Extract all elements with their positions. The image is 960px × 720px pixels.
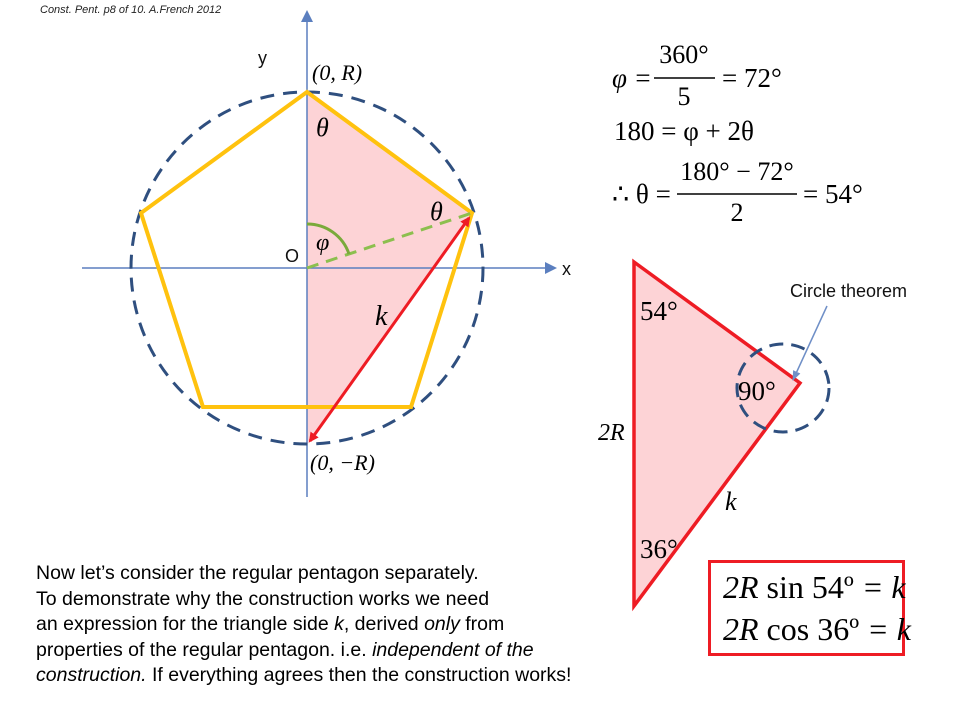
phi-label: φ	[316, 230, 329, 256]
circle-theorem-label: Circle theorem	[790, 281, 907, 301]
regular-pentagon	[138, 89, 475, 409]
point-top-label: (0, R)	[312, 60, 362, 85]
triangle-side-right: k	[725, 487, 737, 516]
eq3-rhs: = 54°	[803, 179, 863, 209]
equation-angle-sum: 180 = φ + 2θ	[614, 116, 754, 146]
text-line-3: an expression for the triangle side k, d…	[36, 613, 505, 635]
text-line-5: construction. If everything agrees then …	[36, 664, 572, 686]
origin-label: O	[285, 246, 299, 266]
explanation-text: Now let’s consider the regular pentagon …	[36, 561, 676, 689]
eq3-numerator: 180° − 72°	[680, 157, 793, 186]
eq1-rhs: = 72°	[722, 63, 782, 93]
theta-top-label: θ	[316, 113, 329, 142]
text-line-2: To demonstrate why the construction work…	[36, 587, 490, 610]
text-line-4: properties of the regular pentagon. i.e.…	[36, 638, 534, 661]
equation-theta: ∴ θ = 180° − 72° 2 = 54°	[612, 157, 863, 227]
eq3-denominator: 2	[731, 198, 744, 227]
right-triangle	[632, 258, 803, 612]
text-line-1: Now let’s consider the regular pentagon …	[36, 562, 479, 584]
triangle-angle-top: 54°	[640, 296, 678, 326]
circle-theorem-pointer	[792, 305, 828, 381]
triangle-side-left: 2R	[598, 420, 625, 446]
circle-theorem-ring	[735, 342, 831, 434]
eq1-denominator: 5	[678, 82, 691, 111]
result-box: 2R sin 54º = k 2R cos 36º = k	[708, 560, 911, 656]
eq1-lhs: φ =	[612, 63, 652, 93]
triangle-angle-bottom: 36°	[640, 534, 678, 564]
theta-right-label: θ	[430, 197, 443, 226]
equation-phi: φ = 360° 5 = 72°	[612, 40, 782, 111]
triangle-angle-right: 90°	[738, 376, 776, 406]
result-cos: 2R cos 36º = k	[723, 611, 911, 647]
y-axis-label: y	[258, 48, 267, 68]
eq1-numerator: 360°	[659, 40, 708, 69]
credit-text: Const. Pent. p8 of 10. A.French 2012	[40, 4, 222, 16]
k-label: k	[375, 301, 388, 332]
x-axis-label: x	[562, 259, 571, 279]
result-sin: 2R sin 54º = k	[723, 569, 906, 605]
point-bottom-label: (0, −R)	[310, 450, 375, 475]
k-double-arrow	[308, 216, 471, 443]
eq3-lhs: ∴ θ =	[612, 179, 671, 209]
